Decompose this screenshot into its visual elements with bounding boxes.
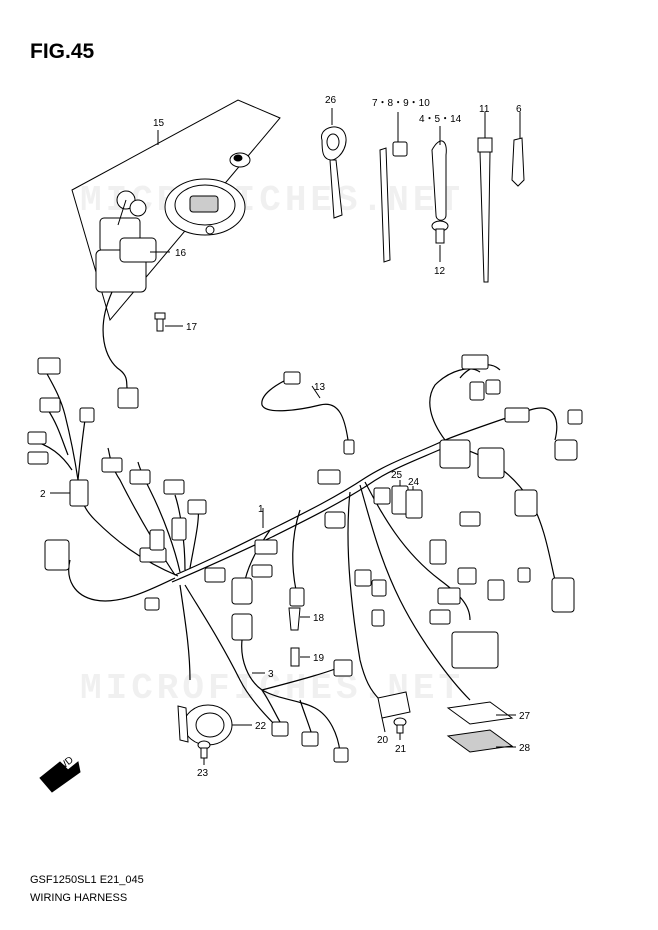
sub-harness-2[interactable]: [27, 357, 95, 507]
callout-15: 15: [153, 118, 165, 129]
callout-11: 11: [479, 104, 490, 115]
callout-24: 24: [408, 477, 420, 488]
bolt-23[interactable]: [197, 740, 211, 765]
clamp-6[interactable]: [511, 112, 525, 187]
callout-7-8-9-10: 7・8・9・10: [372, 98, 430, 109]
callout-28: 28: [519, 743, 531, 754]
callout-22: 22: [255, 721, 267, 732]
cushion-27[interactable]: [446, 701, 516, 725]
horn-22[interactable]: [177, 704, 252, 746]
switch-18[interactable]: [288, 607, 310, 631]
bolt-21[interactable]: [393, 717, 407, 740]
callout-21: 21: [395, 744, 407, 755]
figure-name: WIRING HARNESS: [30, 892, 128, 904]
callout-1: 1: [258, 504, 264, 515]
switch-20[interactable]: [377, 691, 411, 733]
callout-4-5-14: 4・5・14: [419, 114, 462, 125]
figure-title: FIG.45: [30, 40, 95, 63]
figure-code: GSF1250SL1 E21_045: [30, 874, 144, 886]
callout-2: 2: [40, 489, 46, 500]
callout-16: 16: [175, 248, 187, 259]
sub-harness-13[interactable]: [261, 371, 355, 455]
callout-12: 12: [434, 266, 446, 277]
callout-18: 18: [313, 613, 325, 624]
callout-25: 25: [391, 470, 403, 481]
spacer-19[interactable]: [290, 647, 310, 667]
callout-13: 13: [314, 382, 326, 393]
callout-labels: 15 16 17 26 7・8・9・10 4・5・14 11 6 12 13 2…: [40, 95, 531, 779]
cable-tie-11[interactable]: [477, 112, 493, 283]
callout-23: 23: [197, 768, 209, 779]
callout-27: 27: [519, 711, 531, 722]
callout-17: 17: [186, 322, 198, 333]
bolt-12[interactable]: [431, 220, 449, 262]
fwd-arrow-icon: FWD: [39, 755, 81, 793]
ignition-switch-set[interactable]: [71, 99, 281, 409]
cushion-28[interactable]: [446, 729, 516, 753]
cable-tie-clamp[interactable]: [379, 112, 408, 263]
main-wiring-harness[interactable]: [44, 354, 583, 731]
callout-6: 6: [516, 104, 522, 115]
callout-26: 26: [325, 95, 337, 106]
callout-19: 19: [313, 653, 325, 664]
relay-24-25[interactable]: [391, 480, 423, 519]
harness-clamp[interactable]: [431, 126, 447, 221]
callout-20: 20: [377, 735, 389, 746]
key-26[interactable]: [321, 108, 347, 219]
sub-harness-3[interactable]: [241, 639, 353, 763]
callout-3: 3: [268, 669, 274, 680]
bolt-17[interactable]: [154, 312, 183, 332]
